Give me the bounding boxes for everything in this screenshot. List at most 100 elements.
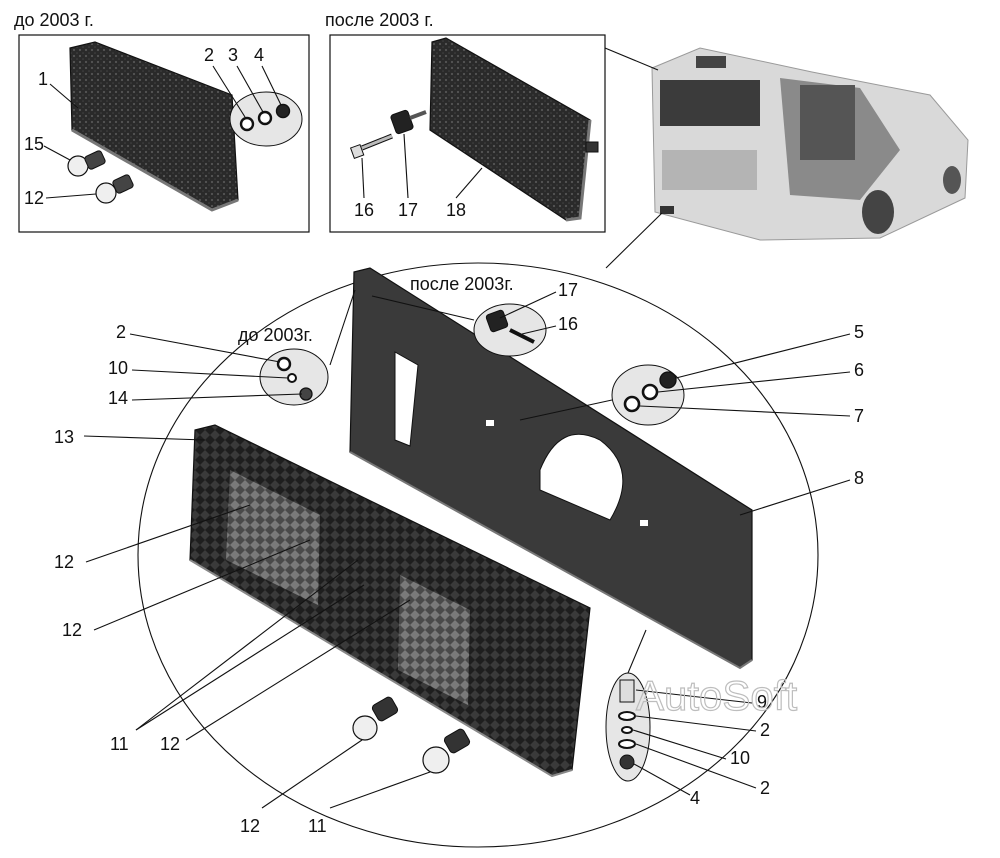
nut-4 [275,103,291,119]
callout-12-c: 12 [160,734,180,754]
bulb-12-detail [352,696,399,741]
connector-right-to-bracket [519,399,613,421]
leader-11-a [135,559,359,731]
leader-17 [499,291,557,319]
leader-12-a [85,504,251,563]
rear-lamp-assembly [189,424,591,778]
nut-17 [390,109,427,135]
callout-11-b: 11 [308,816,327,836]
callout-9: 9 [757,692,767,712]
leader-11-b [135,584,365,731]
before-2003-callout-caption: до 2003г. [238,325,313,345]
watermark: AutoSoft [636,672,797,719]
bolt-16-detail [509,328,535,344]
bracket-hole-2 [640,520,648,526]
callout-16: 16 [558,314,578,334]
callout-2-bottom-a: 2 [760,720,770,740]
leader-4-bottom [633,763,691,796]
callout-12-a: 12 [54,552,74,572]
bus-wheel-front [943,166,961,194]
bus-picture [651,47,969,241]
washer-2 [239,116,255,132]
callout-2-bottom-b: 2 [760,778,770,798]
leader-8 [739,479,851,516]
connector-after-to-bracket [371,295,475,321]
callout-5: 5 [854,322,864,342]
bulb-11-detail [422,728,471,774]
callout-16-box: 16 [354,200,374,220]
callout-13: 13 [54,427,74,447]
leader-14 [131,393,303,401]
washer-7 [623,395,641,413]
connector-box-to-bus [604,47,659,71]
bus-wheel-rear [862,190,894,234]
callout-15: 15 [24,134,44,154]
washer-6 [641,383,659,401]
callout-11: 11 [110,734,129,754]
after-2003-callout-caption: после 2003г. [410,274,514,294]
callout-7: 7 [854,406,864,426]
leader-5 [675,333,851,379]
leader-16 [521,325,557,335]
callout-4: 4 [254,45,264,65]
lamp-housing-new-edge [565,119,592,222]
callout-2: 2 [204,45,214,65]
leader-2-detail [129,333,281,363]
detail-circle [137,262,819,848]
leader-4 [261,65,282,106]
leader-2 [212,65,246,118]
washer-10-detail [287,373,297,383]
leader-2-bottom-b [635,743,757,789]
callout-10-detail: 10 [108,358,128,378]
connector-before-to-bracket [329,289,356,366]
after-2003-panel: после 2003 г. 16 17 18 [325,10,606,233]
callout-18: 18 [446,200,466,220]
callout-1: 1 [38,69,48,89]
leader-2-bottom-a [635,715,757,732]
callout-3: 3 [228,45,238,65]
washer-3 [257,110,273,126]
callout-12-b: 12 [62,620,82,640]
after-2003-caption: после 2003 г. [325,10,434,30]
lamp-housing-old-edge [71,128,239,212]
callout-17: 17 [558,280,578,300]
leader-6 [657,371,851,393]
callout-12-d: 12 [240,816,260,836]
lamp-section-1 [226,470,320,605]
bolt-16 [349,133,393,159]
leader-11-b [329,771,431,809]
callout-17-box: 17 [398,200,418,220]
bulb-15 [67,150,106,177]
leader-10-detail [131,369,289,379]
washer-2-bottom-b [618,739,636,749]
bus-rear-panel [662,150,757,190]
leader-16-box [361,157,365,199]
callout-4-bottom: 4 [690,788,700,808]
before-2003-panel: до 2003 г. 1 2 3 4 15 12 [14,10,310,233]
leader-9 [635,689,753,704]
bracket-hole-1 [486,420,494,426]
bolt-9 [619,679,635,703]
lamp-housing-old [69,41,239,211]
washer-10-bottom [621,726,633,734]
callout-8: 8 [854,468,864,488]
bracket-window [394,351,419,447]
washer-2-detail [276,356,292,372]
callout-2-detail: 2 [116,322,126,342]
leader-12-b [93,539,311,631]
leader-15 [43,145,71,161]
lamp-connector [585,141,599,153]
mounting-bracket [349,267,753,670]
leader-1 [49,83,79,109]
callout-10-bottom: 10 [730,748,750,768]
bracket-cutout [539,433,624,521]
callout-12-old: 12 [24,188,44,208]
leader-3 [236,65,264,113]
connector-bus-to-detail [605,212,663,269]
bus-side-window [800,85,855,160]
leader-17-box [403,133,409,199]
leader-12-old [45,193,97,199]
bus-roof-sign [696,56,726,68]
